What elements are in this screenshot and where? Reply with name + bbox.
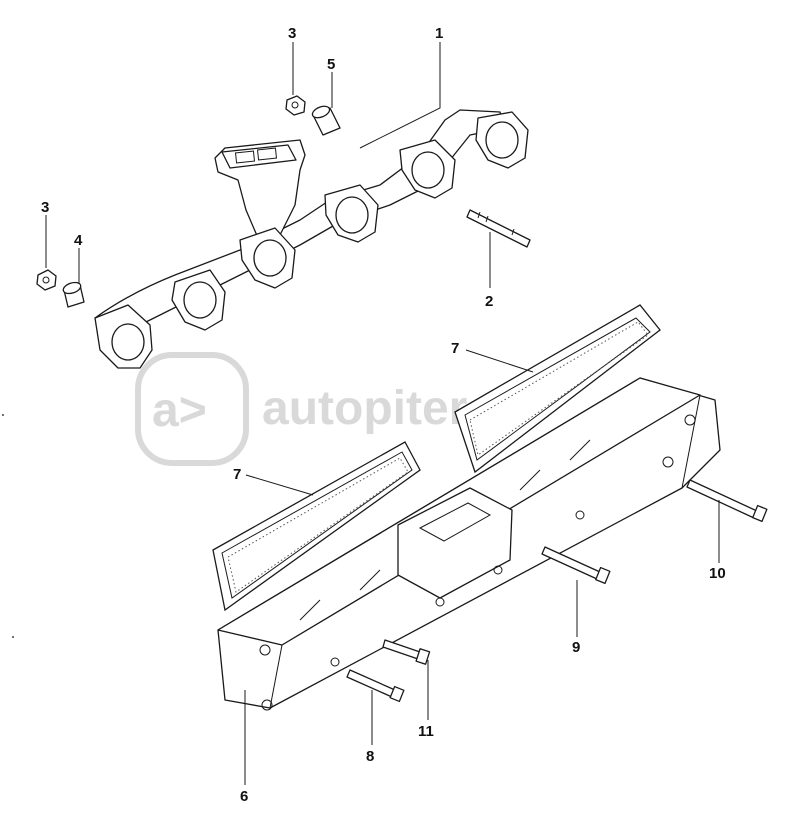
callout-7: 7 — [233, 466, 241, 483]
leader-lines — [45, 42, 720, 785]
print-speck — [2, 414, 4, 416]
manifold-flange — [399, 139, 456, 199]
upper-exhaust-manifold — [94, 109, 529, 369]
callout-5: 5 — [327, 56, 335, 73]
callout-3: 3 — [41, 199, 49, 216]
manifold-flange — [475, 111, 529, 169]
watermark-logo-glyph: a> — [152, 384, 207, 437]
callout-7: 7 — [451, 340, 459, 357]
gasket — [454, 304, 661, 474]
manifold-flange — [324, 184, 379, 243]
manifold-flange — [94, 304, 153, 369]
callout-11: 11 — [418, 723, 434, 740]
lower-exhaust-manifold — [217, 377, 721, 711]
callout-9: 9 — [572, 639, 580, 656]
watermark-logo-box — [135, 352, 249, 466]
gasket — [212, 441, 421, 612]
callout-10: 10 — [709, 565, 726, 582]
callout-3: 3 — [288, 25, 296, 42]
nut — [285, 95, 306, 116]
callout-labels: 1 2 3 3 4 5 6 7 7 8 9 10 11 — [41, 25, 726, 805]
manifold-flange — [171, 269, 226, 331]
callout-1: 1 — [435, 25, 443, 42]
stud — [466, 209, 531, 248]
manifold-flange — [239, 227, 296, 289]
nut — [36, 269, 57, 291]
spacer-sleeve — [62, 281, 85, 308]
bolt — [346, 669, 405, 703]
bolt — [686, 479, 768, 523]
callout-2: 2 — [485, 293, 493, 310]
callout-8: 8 — [366, 748, 374, 765]
print-speck — [12, 636, 14, 638]
bolt — [541, 546, 611, 585]
callout-6: 6 — [240, 788, 248, 805]
callout-4: 4 — [74, 232, 83, 249]
spacer-sleeve — [311, 105, 341, 136]
bolt — [382, 639, 431, 665]
